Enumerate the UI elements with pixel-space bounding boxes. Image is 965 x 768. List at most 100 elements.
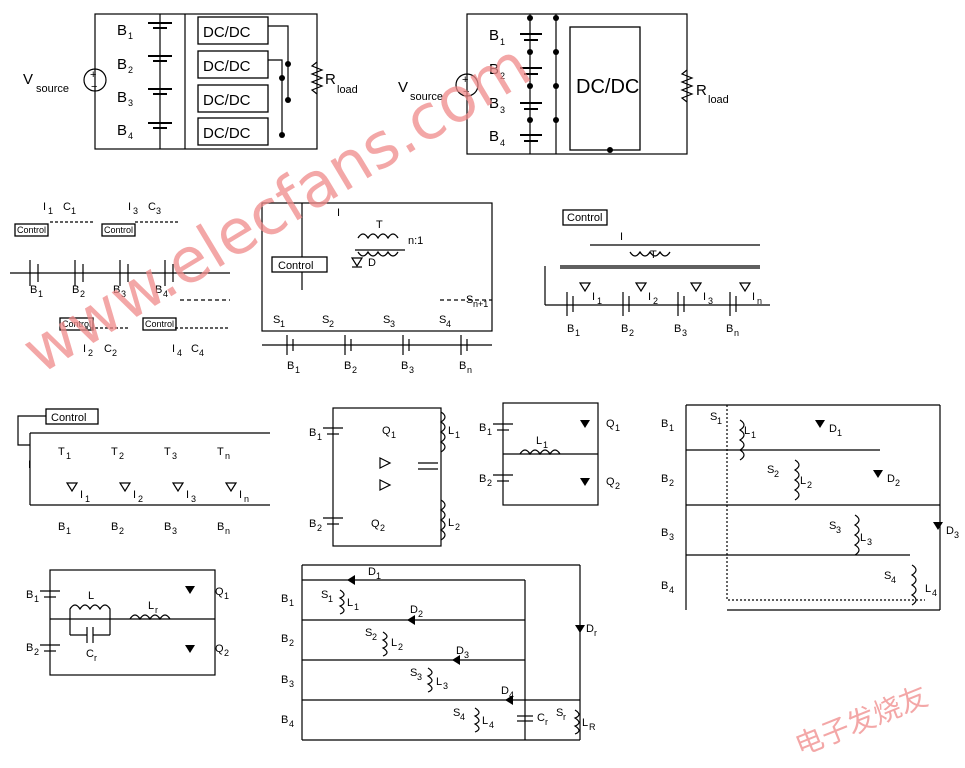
svg-text:2: 2 <box>88 348 93 358</box>
svg-text:I: I <box>172 343 175 355</box>
svg-text:1: 1 <box>615 423 620 433</box>
svg-text:1: 1 <box>376 571 381 581</box>
svg-text:B: B <box>281 633 288 645</box>
svg-text:B: B <box>30 284 37 296</box>
svg-text:Q: Q <box>371 518 380 530</box>
svg-text:T: T <box>164 446 171 458</box>
svg-text:2: 2 <box>128 65 133 75</box>
rload-label: R <box>325 71 336 88</box>
svg-text:R: R <box>696 82 707 99</box>
svg-text:4: 4 <box>500 138 505 148</box>
svg-text:1: 1 <box>71 206 76 216</box>
svg-text:3: 3 <box>708 296 713 306</box>
svg-text:2: 2 <box>487 478 492 488</box>
svg-text:2: 2 <box>455 522 460 532</box>
svg-text:3: 3 <box>172 526 177 536</box>
svg-text:I: I <box>43 201 46 213</box>
svg-text:S: S <box>884 570 891 582</box>
svg-text:1: 1 <box>289 598 294 608</box>
svg-text:Q: Q <box>606 476 615 488</box>
svg-text:3: 3 <box>390 319 395 329</box>
svg-text:3: 3 <box>682 328 687 338</box>
svg-text:1: 1 <box>328 594 333 604</box>
svg-text:D: D <box>501 685 509 697</box>
svg-text:1: 1 <box>280 319 285 329</box>
svg-text:2: 2 <box>895 478 900 488</box>
svg-text:2: 2 <box>112 348 117 358</box>
dcdc-single: DC/DC <box>576 76 639 98</box>
svg-text:1: 1 <box>34 594 39 604</box>
svg-text:1: 1 <box>128 31 133 41</box>
dcdc-4: DC/DC <box>203 125 251 142</box>
svg-text:4: 4 <box>460 712 465 722</box>
svg-text:I: I <box>133 489 136 501</box>
svg-text:1: 1 <box>295 365 300 375</box>
svg-text:n: n <box>757 296 762 306</box>
svg-text:C: C <box>537 712 545 724</box>
svg-text:B: B <box>489 27 499 44</box>
svg-text:B: B <box>26 642 33 654</box>
svg-text:L: L <box>582 717 588 729</box>
svg-text:B: B <box>459 360 466 372</box>
svg-text:r: r <box>545 717 548 727</box>
svg-text:2: 2 <box>329 319 334 329</box>
svg-text:load: load <box>708 94 729 106</box>
svg-text:B: B <box>309 427 316 439</box>
watermark-site: www.elecfans.com <box>10 28 542 388</box>
svg-text:I: I <box>239 489 242 501</box>
svg-text:B: B <box>58 521 65 533</box>
svg-text:Control: Control <box>145 319 174 329</box>
svg-text:T: T <box>376 219 383 231</box>
svg-text:D: D <box>368 257 376 269</box>
dcdc-1: DC/DC <box>203 24 251 41</box>
svg-text:2: 2 <box>138 494 143 504</box>
svg-text:r: r <box>563 712 566 722</box>
svg-text:1: 1 <box>224 591 229 601</box>
svg-text:3: 3 <box>417 672 422 682</box>
svg-text:3: 3 <box>156 206 161 216</box>
svg-text:2: 2 <box>629 328 634 338</box>
svg-text:B: B <box>661 527 668 539</box>
svg-text:3: 3 <box>836 525 841 535</box>
svg-text:1: 1 <box>66 526 71 536</box>
svg-text:L: L <box>744 425 750 437</box>
svg-text:B: B <box>26 589 33 601</box>
svg-text:4: 4 <box>932 588 937 598</box>
svg-text:4: 4 <box>489 720 494 730</box>
svg-text:r: r <box>94 653 97 663</box>
svg-text:L: L <box>148 600 154 612</box>
svg-text:2: 2 <box>119 526 124 536</box>
svg-text:4: 4 <box>199 348 204 358</box>
svg-text:3: 3 <box>954 530 959 540</box>
svg-text:+: + <box>90 69 96 81</box>
svg-text:B: B <box>726 323 733 335</box>
svg-text:Control: Control <box>104 225 133 235</box>
svg-text:Q: Q <box>215 586 224 598</box>
control-label-st: Control <box>51 412 86 424</box>
svg-text:3: 3 <box>289 679 294 689</box>
svg-text:S: S <box>829 520 836 532</box>
svg-text:2: 2 <box>669 478 674 488</box>
svg-text:n: n <box>244 494 249 504</box>
svg-text:r: r <box>155 605 158 615</box>
svg-text:2: 2 <box>352 365 357 375</box>
svg-text:2: 2 <box>119 451 124 461</box>
svg-text:n: n <box>734 328 739 338</box>
svg-text:n:1: n:1 <box>408 235 423 247</box>
svg-text:n: n <box>467 365 472 375</box>
svg-text:1: 1 <box>837 428 842 438</box>
svg-text:B: B <box>117 56 127 73</box>
svg-text:B: B <box>661 418 668 430</box>
svg-text:S: S <box>466 294 473 306</box>
svg-text:L: L <box>860 532 866 544</box>
svg-text:n: n <box>225 526 230 536</box>
svg-text:3: 3 <box>172 451 177 461</box>
svg-text:L: L <box>800 475 806 487</box>
